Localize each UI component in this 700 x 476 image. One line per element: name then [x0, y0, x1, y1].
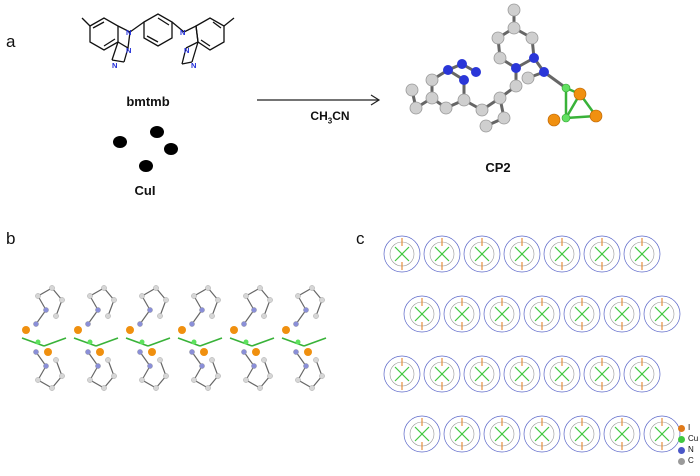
- svg-text:N: N: [180, 28, 185, 37]
- legend-item-n: N: [678, 446, 694, 454]
- cui-dot: [139, 160, 153, 172]
- svg-text:N: N: [126, 46, 131, 55]
- legend-symbol: Cu: [688, 434, 699, 443]
- bmtmb-structure: NNN NNN: [81, 13, 235, 70]
- cp2-structure: [405, 3, 603, 133]
- crystal-packing-structure: [383, 235, 681, 453]
- legend-symbol: N: [688, 445, 694, 454]
- solvent-sub: 3: [327, 116, 333, 126]
- reaction-arrow: [257, 94, 381, 106]
- legend-item-c: C: [678, 457, 694, 465]
- legend-symbol: I: [688, 423, 691, 432]
- legend-item-i: I: [678, 424, 690, 432]
- solvent-main: CH: [310, 109, 328, 123]
- solvent-tail: CN: [332, 109, 350, 123]
- legend-symbol: C: [688, 456, 694, 465]
- cp2-chain-structure: [21, 285, 327, 391]
- svg-text:N: N: [126, 28, 131, 37]
- product-name: CP2: [485, 160, 511, 175]
- salt-name: CuI: [134, 183, 156, 198]
- cui-dot: [113, 136, 127, 148]
- panel-c-label: c: [356, 229, 365, 248]
- legend-dot: [678, 457, 685, 465]
- panel-b-label: b: [6, 229, 16, 248]
- legend-dot: [678, 446, 685, 454]
- svg-text:N: N: [184, 46, 189, 55]
- chain-atoms: [21, 285, 327, 391]
- legend-item-cu: Cu: [678, 435, 698, 443]
- legend-dot: [678, 424, 685, 432]
- ligand-name: bmtmb: [126, 94, 170, 109]
- element-legend: I Cu N C: [678, 424, 700, 474]
- panel-a-label: a: [6, 32, 16, 51]
- svg-text:N: N: [191, 61, 196, 70]
- cui-dot: [164, 143, 178, 155]
- cui-dot: [150, 126, 164, 138]
- cui-dots: [113, 126, 178, 172]
- packing-atoms: [383, 235, 681, 453]
- svg-text:N: N: [112, 61, 117, 70]
- solvent-label: CH3CN: [290, 109, 370, 125]
- legend-dot: [678, 435, 685, 443]
